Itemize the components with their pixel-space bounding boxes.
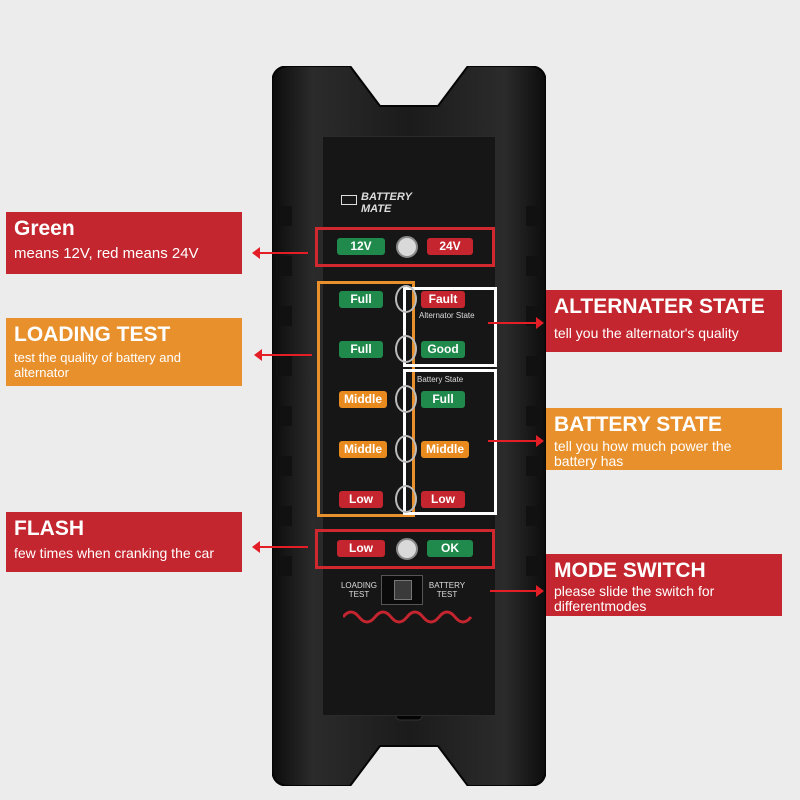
indicator-ring-5 bbox=[395, 485, 417, 513]
logo-line-1: BATTERY bbox=[361, 191, 412, 203]
callout-alternator-title: ALTERNATER STATE bbox=[554, 295, 765, 318]
arrow-voltage bbox=[252, 247, 308, 259]
led-right-full: Full bbox=[421, 391, 465, 408]
led-right-fault: Fault bbox=[421, 291, 465, 308]
arrow-battery-state bbox=[488, 435, 544, 447]
alternator-state-label: Alternator State bbox=[419, 311, 475, 320]
callout-battery-title: BATTERY STATE bbox=[554, 413, 722, 436]
flash-frame bbox=[315, 529, 495, 569]
callout-flash-subtitle: few times when cranking the car bbox=[14, 545, 214, 561]
battery-icon bbox=[341, 195, 357, 205]
voltage-indicator-knob bbox=[396, 236, 418, 258]
callout-battery-subtitle: tell you how much power the battery has bbox=[554, 438, 732, 469]
arrow-alternator-state bbox=[488, 317, 544, 329]
led-left-low: Low bbox=[339, 491, 383, 508]
led-flash-low: Low bbox=[337, 540, 385, 557]
mode-switch-slider[interactable] bbox=[394, 580, 412, 600]
indicator-ring-4 bbox=[395, 435, 417, 463]
callout-flash: FLASH few times when cranking the car bbox=[6, 512, 242, 572]
device-faceplate: BATTERY MATE 12V 24V Full Full Middle Mi… bbox=[315, 136, 497, 716]
flash-indicator-knob bbox=[396, 538, 418, 560]
switch-label-loading-test: LOADING TEST bbox=[340, 581, 377, 599]
led-flash-ok: OK bbox=[427, 540, 473, 557]
battery-tester-device: BATTERY MATE 12V 24V Full Full Middle Mi… bbox=[272, 66, 546, 786]
alternator-state-frame bbox=[403, 287, 497, 367]
led-left-middle-2: Middle bbox=[339, 441, 387, 458]
callout-loading-subtitle: test the quality of battery and alternat… bbox=[14, 350, 181, 380]
led-24v: 24V bbox=[427, 238, 473, 255]
callout-loading-test: LOADING TEST test the quality of battery… bbox=[6, 318, 242, 386]
arrow-mode-switch bbox=[490, 585, 544, 597]
led-left-full-1: Full bbox=[339, 291, 383, 308]
led-right-good: Good bbox=[421, 341, 465, 358]
callout-voltage-subtitle: means 12V, red means 24V bbox=[14, 245, 199, 262]
battery-state-label: Battery State bbox=[417, 375, 464, 384]
led-left-full-2: Full bbox=[339, 341, 383, 358]
led-right-low: Low bbox=[421, 491, 465, 508]
callout-loading-title: LOADING TEST bbox=[14, 323, 171, 346]
led-left-middle-1: Middle bbox=[339, 391, 387, 408]
led-right-middle: Middle bbox=[421, 441, 469, 458]
callout-mode-title: MODE SWITCH bbox=[554, 559, 706, 582]
callout-flash-title: FLASH bbox=[14, 517, 84, 540]
indicator-ring-3 bbox=[395, 385, 417, 413]
indicator-ring-1 bbox=[395, 285, 417, 313]
indicator-ring-2 bbox=[395, 335, 417, 363]
callout-battery-state: BATTERY STATE tell you how much power th… bbox=[546, 408, 782, 470]
callout-voltage: Green means 12V, red means 24V bbox=[6, 212, 242, 274]
callout-alternator-subtitle: tell you the alternator's quality bbox=[554, 325, 739, 341]
callout-mode-subtitle: please slide the switch for differentmod… bbox=[554, 583, 715, 614]
arrow-loading-test bbox=[254, 349, 312, 361]
battery-mate-logo: BATTERY MATE bbox=[341, 191, 412, 215]
wave-decoration bbox=[343, 610, 473, 624]
callout-voltage-title: Green bbox=[14, 217, 75, 240]
callout-mode-switch: MODE SWITCH please slide the switch for … bbox=[546, 554, 782, 616]
callout-alternator-state: ALTERNATER STATE tell you the alternator… bbox=[546, 290, 782, 352]
logo-line-2: MATE bbox=[361, 203, 392, 215]
led-12v: 12V bbox=[337, 238, 385, 255]
mode-switch[interactable] bbox=[381, 575, 423, 605]
switch-label-battery-test: BATTERY TEST bbox=[428, 581, 466, 599]
arrow-flash bbox=[252, 541, 308, 553]
voltage-frame bbox=[315, 227, 495, 267]
